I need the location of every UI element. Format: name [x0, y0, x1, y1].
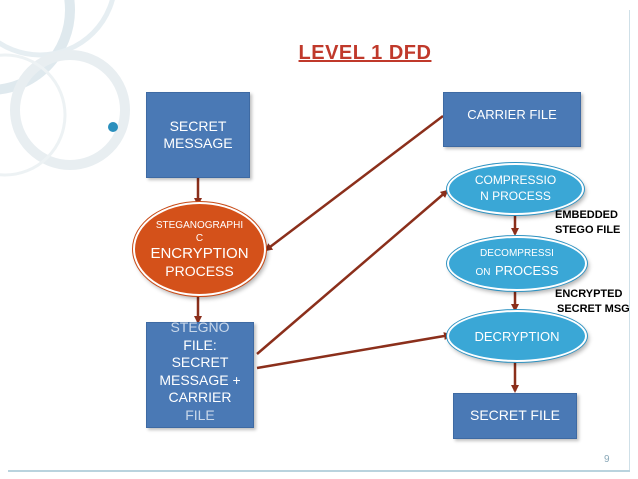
secret-message-line-2: MESSAGE	[163, 135, 233, 151]
decryption-label: DECRYPTION	[474, 328, 560, 344]
decompression-line-1: DECOMPRESSI	[480, 247, 554, 259]
secret-message-box: SECRET MESSAGE	[146, 92, 250, 178]
stego-file-line-2: FILE:	[183, 336, 217, 353]
embedded-stego-line-1: EMBEDDED	[555, 209, 618, 221]
decompression-line-2a: ON	[475, 266, 491, 278]
carrier-file-box: CARRIER FILE	[443, 92, 581, 147]
compression-line-2: N PROCESS	[480, 189, 551, 203]
slide-right-border	[629, 10, 630, 470]
stego-encryption-line-3: ENCRYPTION	[150, 244, 249, 262]
stego-encryption-line-1: STEGANOGRAPHI	[155, 219, 244, 231]
decryption-process: DECRYPTION	[447, 310, 587, 362]
encrypted-secret-msg-label: ENCRYPTED SECRET MSG	[555, 287, 637, 317]
carrier-file-label: CARRIER FILE	[467, 107, 557, 122]
decompression-process: DECOMPRESSI ON PROCESS	[447, 236, 587, 291]
decorative-circles	[0, 0, 130, 177]
secret-file-box: SECRET FILE	[453, 393, 577, 439]
arrow-stego-file-to-compression	[256, 189, 449, 355]
steganographic-encryption-process: STEGANOGRAPHI C ENCRYPTION PROCESS	[133, 202, 266, 296]
stego-encryption-line-4: PROCESS	[165, 262, 234, 279]
stego-file-line-4: MESSAGE +	[159, 371, 241, 388]
stego-file-line-1: STEGNO	[170, 319, 230, 335]
stego-file-line-3: SECRET	[171, 354, 229, 370]
page-number: 9	[604, 454, 610, 465]
compression-process: COMPRESSIO N PROCESS	[447, 163, 584, 215]
compression-line-1: COMPRESSIO	[474, 173, 557, 188]
secret-message-line-1: SECRET	[169, 117, 227, 134]
secret-file-label: SECRET FILE	[470, 407, 560, 424]
bullet-dot	[108, 122, 118, 132]
slide-bottom-border	[8, 470, 630, 472]
decompression-line-2b: PROCESS	[494, 262, 559, 278]
arrow-carrier-file-to-encryption	[264, 115, 444, 252]
encrypted-secret-line-2: SECRET MSG	[557, 302, 630, 315]
encrypted-secret-line-1: ENCRYPTED	[555, 288, 623, 300]
stego-encryption-line-2: C	[195, 232, 204, 244]
stego-file-box: STEGNO FILE: SECRET MESSAGE + CARRIER FI…	[146, 319, 254, 428]
stego-file-line-6: FILE	[185, 406, 215, 423]
stego-file-line-5: CARRIER	[168, 389, 232, 405]
arrow-stego-file-to-decryption	[256, 332, 452, 370]
slide-title: LEVEL 1 DFD	[298, 42, 432, 64]
decompression-line-2: ON PROCESS	[475, 261, 558, 280]
embedded-stego-line-2: STEGO FILE	[555, 223, 621, 236]
embedded-stego-file-label: EMBEDDED STEGO FILE	[555, 208, 620, 238]
